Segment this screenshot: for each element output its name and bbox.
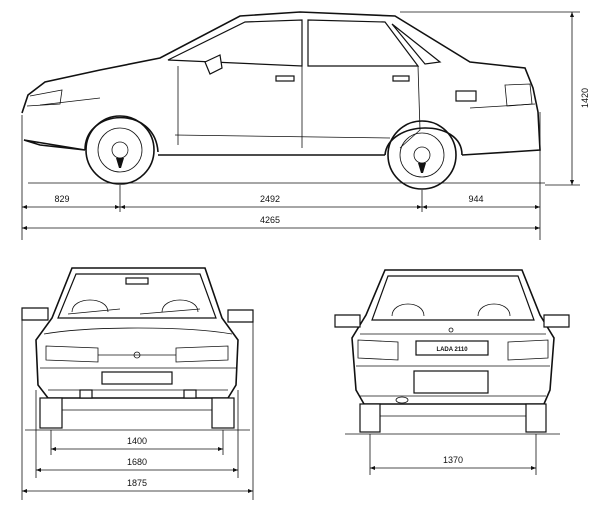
rear-badge: LADA 2110	[436, 347, 468, 353]
wheelbase-label: 2492	[260, 194, 280, 204]
rear-view-car: LADA 2110	[334, 269, 570, 435]
height-label: 1420	[580, 88, 590, 108]
overall-length-label: 4265	[260, 215, 280, 225]
rear-overhang-label: 944	[468, 194, 483, 204]
side-dimensions: 829 2492 944 4265 1420	[21, 11, 590, 240]
side-view-car	[21, 11, 545, 190]
front-overhang-label: 829	[54, 194, 69, 204]
overall-width-label: 1875	[127, 478, 147, 488]
front-view-car	[21, 267, 254, 431]
rear-dimensions: 1370	[369, 434, 537, 475]
front-track-label: 1400	[127, 436, 147, 446]
body-width-label: 1680	[127, 457, 147, 467]
front-dimensions: 1400 1680 1875	[21, 318, 254, 500]
rear-track-label: 1370	[443, 455, 463, 465]
